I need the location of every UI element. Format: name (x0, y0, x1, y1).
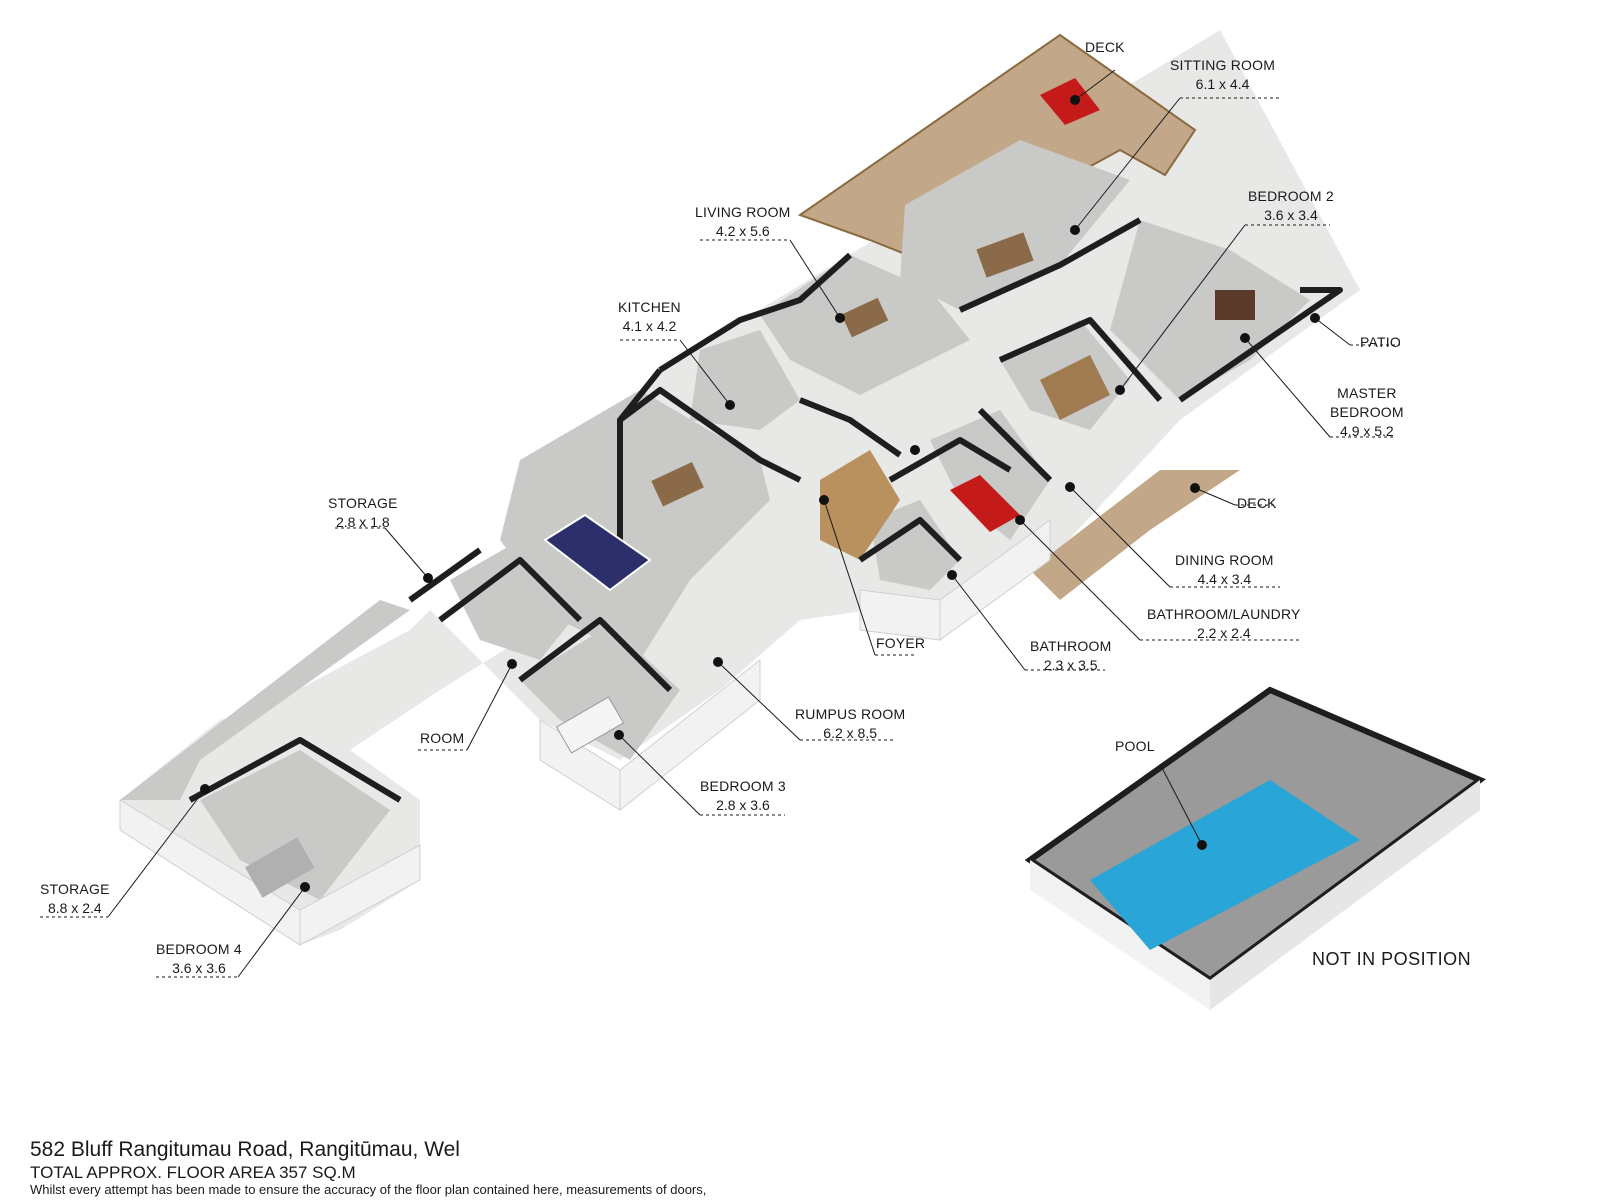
label-foyer: FOYER (876, 635, 926, 651)
label-underlines (40, 97, 1400, 978)
pool-water (1090, 780, 1360, 950)
walls (188, 217, 1343, 803)
label-dining-room: DINING ROOM 4.4 x 3.4 (1175, 552, 1274, 587)
upper-deck (797, 33, 1197, 262)
label-bathroom-laundry: BATHROOM/LAUNDRY 2.2 x 2.4 (1147, 606, 1301, 641)
total-floor-area: TOTAL APPROX. FLOOR AREA 357 SQ.M (30, 1163, 356, 1182)
foyer-floor (820, 450, 900, 560)
label-storage-2: STORAGE 8.8 x 2.4 (40, 881, 110, 916)
label-bedroom-4: BEDROOM 4 3.6 x 3.6 (156, 941, 242, 976)
furniture (245, 78, 1255, 898)
label-sitting-room: SITTING ROOM 6.1 x 4.4 (1170, 57, 1276, 92)
label-bedroom-3: BEDROOM 3 2.8 x 3.6 (700, 778, 786, 813)
property-address: 582 Bluff Rangitumau Road, Rangitūmau, W… (30, 1138, 460, 1161)
pool-not-in-position-note: NOT IN POSITION (1312, 949, 1472, 969)
wall-faces (119, 519, 1051, 946)
ping-pong-table (543, 513, 652, 592)
right-deck (1030, 470, 1240, 600)
pool-building (1024, 686, 1486, 1010)
disclaimer: Whilst every attempt has been made to en… (30, 1182, 707, 1197)
label-patio: PATIO (1360, 334, 1401, 350)
label-living-room: LIVING ROOM 4.2 x 5.6 (695, 204, 791, 239)
label-deck-top: DECK (1085, 39, 1125, 55)
label-master-bedroom: MASTER BEDROOM 4.9 x 5.2 (1330, 385, 1404, 439)
label-storage-1: STORAGE 2.8 x 1.8 (328, 495, 398, 530)
label-room: ROOM (420, 730, 465, 746)
leader-lines (107, 69, 1351, 978)
label-deck-right: DECK (1237, 495, 1277, 511)
room-markers (200, 95, 1320, 892)
label-pool: POOL (1115, 738, 1155, 754)
label-rumpus-room: RUMPUS ROOM 6.2 x 8.5 (795, 706, 906, 741)
label-bathroom: BATHROOM 2.3 x 3.5 (1030, 638, 1112, 673)
label-kitchen: KITCHEN 4.1 x 4.2 (618, 299, 681, 334)
label-bedroom-2: BEDROOM 2 3.6 x 3.4 (1248, 188, 1334, 223)
